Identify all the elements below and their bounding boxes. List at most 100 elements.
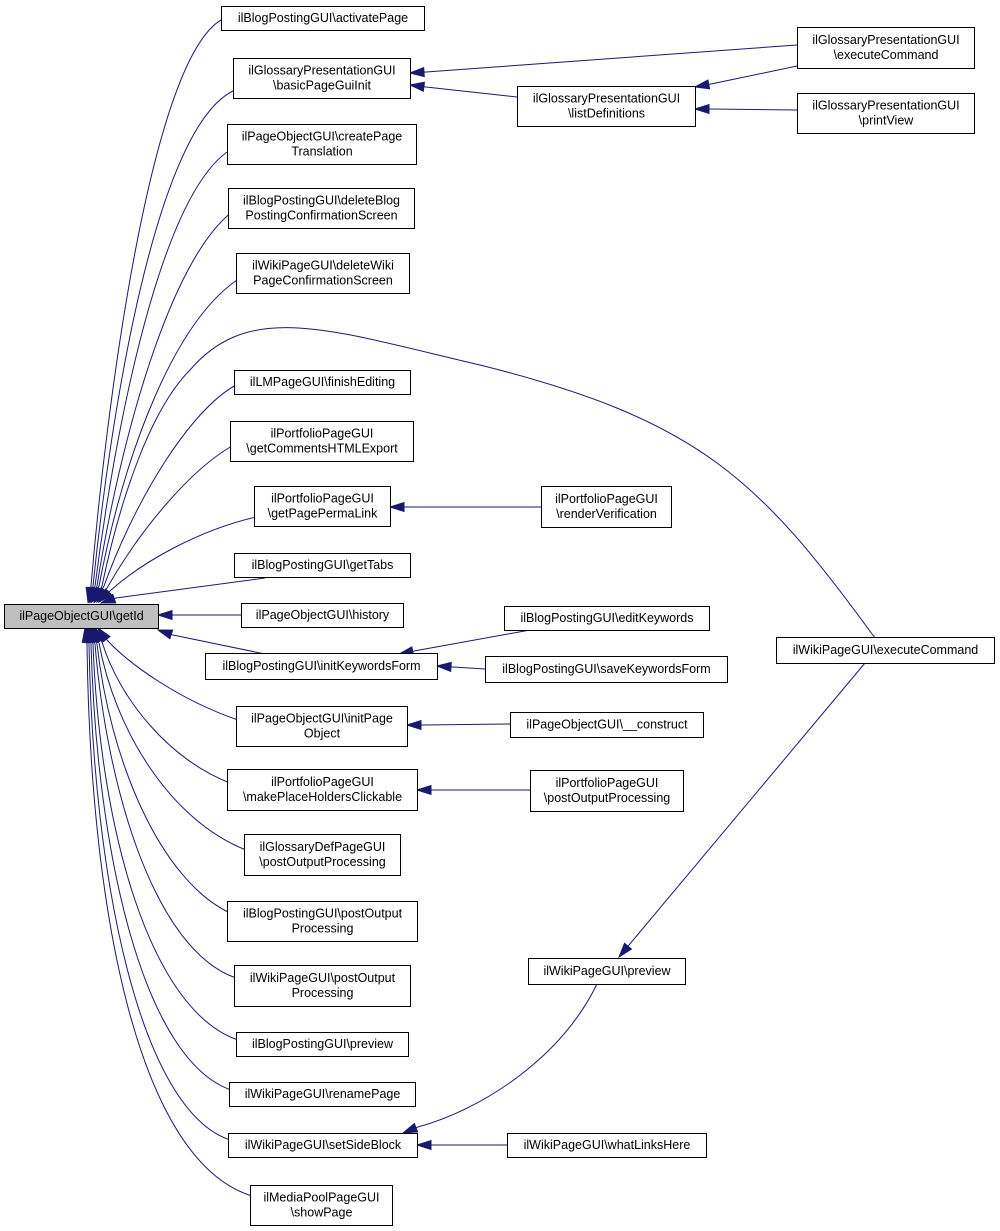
edge-save-keywords-form-to-init-keywords-form bbox=[435, 661, 486, 673]
node-box[interactable] bbox=[510, 712, 704, 738]
node-box[interactable] bbox=[205, 653, 438, 680]
node-history[interactable]: ilPageObjectGUI\history bbox=[241, 603, 404, 628]
node-label-line: ilBlogPostingGUI\preview bbox=[252, 1037, 394, 1051]
node-delete-blog-posting-confirmation-screen[interactable]: ilBlogPostingGUI\deleteBlogPostingConfir… bbox=[228, 188, 415, 229]
node-box[interactable] bbox=[250, 1185, 393, 1226]
node-get-page-perma-link[interactable]: ilPortfolioPageGUI\getPagePermaLink bbox=[254, 486, 391, 527]
node-box[interactable] bbox=[541, 486, 672, 528]
edge-wiki-preview-to-wiki-execute-command bbox=[617, 662, 866, 959]
edge-line bbox=[103, 384, 237, 587]
node-label-line: \basicPageGuiInit bbox=[273, 78, 372, 92]
node-blog-preview[interactable]: ilBlogPostingGUI\preview bbox=[236, 1032, 409, 1057]
node-print-view[interactable]: ilGlossaryPresentationGUI\printView bbox=[797, 93, 975, 134]
node-blog-post-output-processing[interactable]: ilBlogPostingGUI\postOutputProcessing bbox=[227, 901, 418, 942]
node-box[interactable] bbox=[517, 86, 696, 127]
node-delete-wiki-page-confirmation-screen[interactable]: ilWikiPageGUI\deleteWikiPageConfirmation… bbox=[236, 253, 410, 294]
node-box[interactable] bbox=[221, 6, 425, 31]
node-box[interactable] bbox=[228, 188, 415, 229]
node-box[interactable] bbox=[528, 958, 686, 985]
node-glossary-execute-command[interactable]: ilGlossaryPresentationGUI\executeCommand bbox=[797, 27, 975, 69]
node-box[interactable] bbox=[229, 1082, 416, 1107]
node-box[interactable] bbox=[234, 370, 411, 395]
edge-line bbox=[96, 643, 231, 914]
node-finish-editing[interactable]: ilLMPageGUI\finishEditing bbox=[234, 370, 411, 395]
edge-line bbox=[98, 642, 247, 851]
node-label-line: ilPageObjectGUI\__construct bbox=[526, 717, 688, 731]
node-box[interactable] bbox=[485, 656, 728, 683]
arrowhead bbox=[156, 609, 173, 621]
edge-render-verification-to-get-page-perma-link bbox=[388, 501, 541, 513]
node-label-line: ilGlossaryDefPageGUI bbox=[260, 840, 386, 854]
node-get-id[interactable]: ilPageObjectGUI\getId bbox=[4, 604, 159, 629]
node-get-tabs[interactable]: ilBlogPostingGUI\getTabs bbox=[234, 553, 411, 578]
node-box[interactable] bbox=[230, 421, 414, 462]
node-list-definitions[interactable]: ilGlossaryPresentationGUI\listDefinition… bbox=[517, 86, 696, 127]
node-construct[interactable]: ilPageObjectGUI\__construct bbox=[510, 712, 704, 738]
edge-line bbox=[101, 641, 231, 784]
node-box[interactable] bbox=[797, 27, 975, 69]
node-label-line: ilPortfolioPageGUI bbox=[271, 426, 374, 440]
node-make-place-holders-clickable[interactable]: ilPortfolioPageGUI\makePlaceHoldersClick… bbox=[227, 769, 418, 811]
node-box[interactable] bbox=[236, 253, 410, 294]
node-edit-keywords[interactable]: ilBlogPostingGUI\editKeywords bbox=[504, 606, 710, 631]
node-box[interactable] bbox=[227, 901, 418, 942]
node-rename-page[interactable]: ilWikiPageGUI\renamePage bbox=[229, 1082, 416, 1107]
node-box[interactable] bbox=[244, 834, 401, 876]
edge-line-tail bbox=[93, 640, 96, 645]
edge-line bbox=[452, 666, 486, 670]
node-label-line: Processing bbox=[292, 986, 354, 1000]
node-show-page[interactable]: ilMediaPoolPageGUI\showPage bbox=[250, 1185, 393, 1226]
node-box[interactable] bbox=[4, 604, 159, 629]
node-box[interactable] bbox=[797, 93, 975, 134]
node-wiki-post-output-processing[interactable]: ilWikiPageGUI\postOutputProcessing bbox=[234, 965, 411, 1007]
node-box[interactable] bbox=[776, 637, 995, 664]
node-basic-page-gui-init[interactable]: ilGlossaryPresentationGUI\basicPageGuiIn… bbox=[233, 58, 411, 99]
node-activate-page[interactable]: ilBlogPostingGUI\activatePage bbox=[221, 6, 425, 31]
node-set-side-block[interactable]: ilWikiPageGUI\setSideBlock bbox=[228, 1133, 418, 1158]
node-label-line: ilWikiPageGUI\deleteWiki bbox=[252, 258, 394, 272]
edge-line bbox=[425, 44, 798, 73]
arrowhead bbox=[156, 629, 174, 640]
arrowhead bbox=[415, 1139, 432, 1151]
node-label-line: ilBlogPostingGUI\postOutput bbox=[243, 906, 403, 920]
node-box[interactable] bbox=[254, 486, 391, 527]
node-box[interactable] bbox=[228, 1133, 418, 1158]
node-wiki-preview[interactable]: ilWikiPageGUI\preview bbox=[528, 958, 686, 985]
node-wiki-execute-command[interactable]: ilWikiPageGUI\executeCommand bbox=[776, 637, 995, 664]
node-label-line: \postOutputProcessing bbox=[544, 791, 671, 805]
arrowhead bbox=[415, 784, 432, 796]
edge-line bbox=[710, 108, 798, 111]
node-box[interactable] bbox=[234, 553, 411, 578]
node-box[interactable] bbox=[227, 124, 417, 165]
edge-line bbox=[710, 65, 798, 85]
node-box[interactable] bbox=[234, 965, 411, 1007]
node-box[interactable] bbox=[507, 1133, 707, 1158]
edge-line bbox=[86, 643, 253, 1197]
edge-line bbox=[106, 445, 233, 589]
node-box[interactable] bbox=[236, 1032, 409, 1057]
node-label-line: \postOutputProcessing bbox=[259, 855, 386, 869]
node-label-line: ilWikiPageGUI\executeCommand bbox=[793, 643, 979, 657]
node-portfolio-post-output-processing[interactable]: ilPortfolioPageGUI\postOutputProcessing bbox=[530, 770, 684, 812]
edge-line bbox=[94, 149, 231, 587]
node-glossary-post-output-processing[interactable]: ilGlossaryDefPageGUI\postOutputProcessin… bbox=[244, 834, 401, 876]
edge-basic-page-gui-init-to-get-id bbox=[87, 89, 236, 604]
node-init-keywords-form[interactable]: ilBlogPostingGUI\initKeywordsForm bbox=[205, 653, 438, 680]
node-box[interactable] bbox=[236, 706, 408, 747]
edge-construct-to-init-page-object bbox=[405, 719, 511, 731]
node-box[interactable] bbox=[241, 603, 404, 628]
node-what-links-here[interactable]: ilWikiPageGUI\whatLinksHere bbox=[507, 1133, 707, 1158]
node-get-comments-htmlexport[interactable]: ilPortfolioPageGUI\getCommentsHTMLExport bbox=[230, 421, 414, 462]
node-box[interactable] bbox=[504, 606, 710, 631]
node-render-verification[interactable]: ilPortfolioPageGUI\renderVerification bbox=[541, 486, 672, 528]
node-box[interactable] bbox=[227, 769, 418, 811]
node-label-line: ilPageObjectGUI\createPage bbox=[242, 129, 403, 143]
node-box[interactable] bbox=[233, 58, 411, 99]
arrowhead bbox=[99, 593, 117, 604]
node-save-keywords-form[interactable]: ilBlogPostingGUI\saveKeywordsForm bbox=[485, 656, 728, 683]
arrowhead bbox=[693, 103, 710, 115]
node-box[interactable] bbox=[530, 770, 684, 812]
node-layer: ilPageObjectGUI\getId ilBlogPostingGUI\ac… bbox=[4, 6, 995, 1226]
